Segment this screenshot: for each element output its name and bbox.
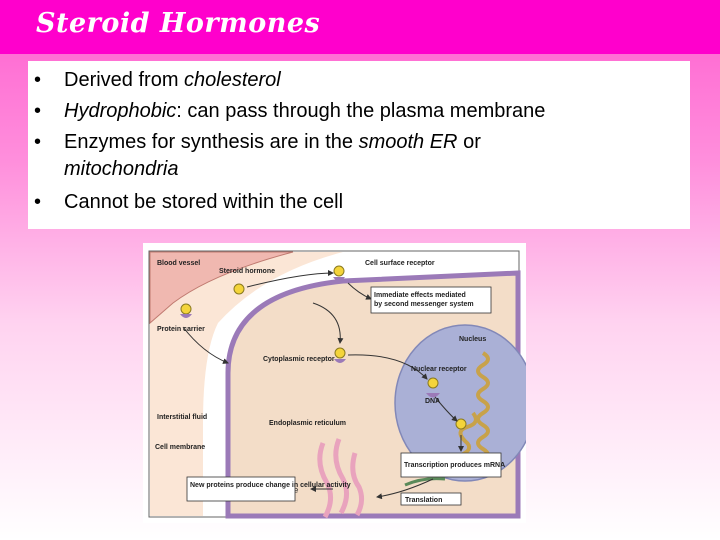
bullet-item: Enzymes for synthesis are in the smooth … — [28, 129, 690, 183]
bullet-box: Derived from cholesterol Hydrophobic: ca… — [28, 61, 690, 229]
bullet-list: Derived from cholesterol Hydrophobic: ca… — [28, 67, 690, 216]
label-interstitial-fluid: Interstitial fluid — [157, 414, 207, 421]
label-protein-carrier: Protein carrier — [157, 326, 205, 333]
bullet-text: : can pass through the plasma membrane — [176, 100, 546, 122]
bullet-text: or — [457, 131, 481, 153]
title-bar: Steroid Hormones — [0, 0, 720, 54]
label-immediate-effects-2: by second messenger system — [374, 301, 474, 308]
interstitial-region — [150, 252, 343, 516]
arrow-to-dna — [434, 396, 458, 422]
steroid-hormone-diagram: ᵉ Blood vessel Steroid hormone Cell surf… — [143, 243, 526, 523]
label-immediate-effects-1: Immediate effects mediated — [374, 292, 466, 299]
new-protein-icon: ᵉ — [293, 485, 299, 501]
immediate-effects-box — [370, 286, 492, 314]
slide-title: Steroid Hormones — [36, 8, 321, 39]
label-cytoplasmic-receptor: Cytoplasmic receptor — [263, 356, 335, 363]
dna-coil — [476, 351, 490, 463]
bullet-item: Hydrophobic: can pass through the plasma… — [28, 98, 690, 125]
protein-carrier-shape — [180, 314, 192, 318]
label-nucleus: Nucleus — [459, 336, 486, 343]
hormone-dna — [455, 418, 467, 430]
translation-box — [400, 492, 462, 506]
label-transcription: Transcription produces mRNA — [404, 462, 505, 469]
bullet-text-italic: mitochondria — [64, 158, 179, 180]
diagram-svg: ᵉ Blood vessel Steroid hormone Cell surf… — [148, 250, 526, 519]
label-nuclear-receptor: Nuclear receptor — [411, 366, 467, 373]
label-cell-membrane: Cell membrane — [155, 444, 205, 451]
transcription-box — [400, 452, 502, 478]
blood-vessel — [149, 251, 294, 325]
bullet-item: Derived from cholesterol — [28, 67, 690, 94]
arrow-to-nucleus — [347, 354, 428, 380]
bullet-text-italic: cholesterol — [184, 69, 281, 91]
new-proteins-box — [186, 476, 296, 502]
cytoplasmic-receptor-shape — [334, 359, 346, 363]
label-cell-surface-receptor: Cell surface receptor — [365, 260, 435, 267]
bullet-item: Cannot be stored within the cell — [28, 189, 690, 216]
hormone-carrier — [180, 303, 192, 315]
label-new-proteins: New proteins produce change in cellular … — [190, 482, 351, 489]
hormone-blood — [233, 283, 245, 295]
label-translation: Translation — [405, 497, 442, 504]
label-steroid-hormone: Steroid hormone — [219, 268, 275, 275]
hormone-cytoplasmic — [334, 347, 346, 359]
arrow-to-second-messenger — [347, 282, 372, 300]
endoplasmic-reticulum — [317, 438, 365, 519]
arrow-to-surface — [246, 270, 334, 288]
bullet-text: Derived from — [64, 69, 185, 91]
arrow-carrier-release — [182, 326, 229, 364]
arrow-to-cytoplasmic — [312, 302, 344, 344]
nucleus — [394, 324, 526, 482]
nuclear-receptor-shape — [426, 393, 440, 398]
label-blood: Blood vessel — [157, 260, 200, 267]
bullet-text-italic: smooth ER — [358, 131, 458, 153]
bullet-text-italic: Hydrophobic — [64, 100, 177, 122]
bullet-text: Enzymes for synthesis are in the — [64, 131, 359, 153]
arrow-to-translation — [376, 478, 434, 500]
label-dna: DNA — [425, 398, 440, 405]
bullet-text: Cannot be stored within the cell — [64, 191, 344, 213]
dna-strand — [458, 411, 478, 457]
hormone-surface — [333, 265, 345, 277]
label-endoplasmic-reticulum: Endoplasmic reticulum — [269, 420, 346, 427]
hormone-nuclear — [427, 377, 439, 389]
surface-receptor-shape — [333, 277, 345, 281]
mrna — [404, 477, 446, 487]
